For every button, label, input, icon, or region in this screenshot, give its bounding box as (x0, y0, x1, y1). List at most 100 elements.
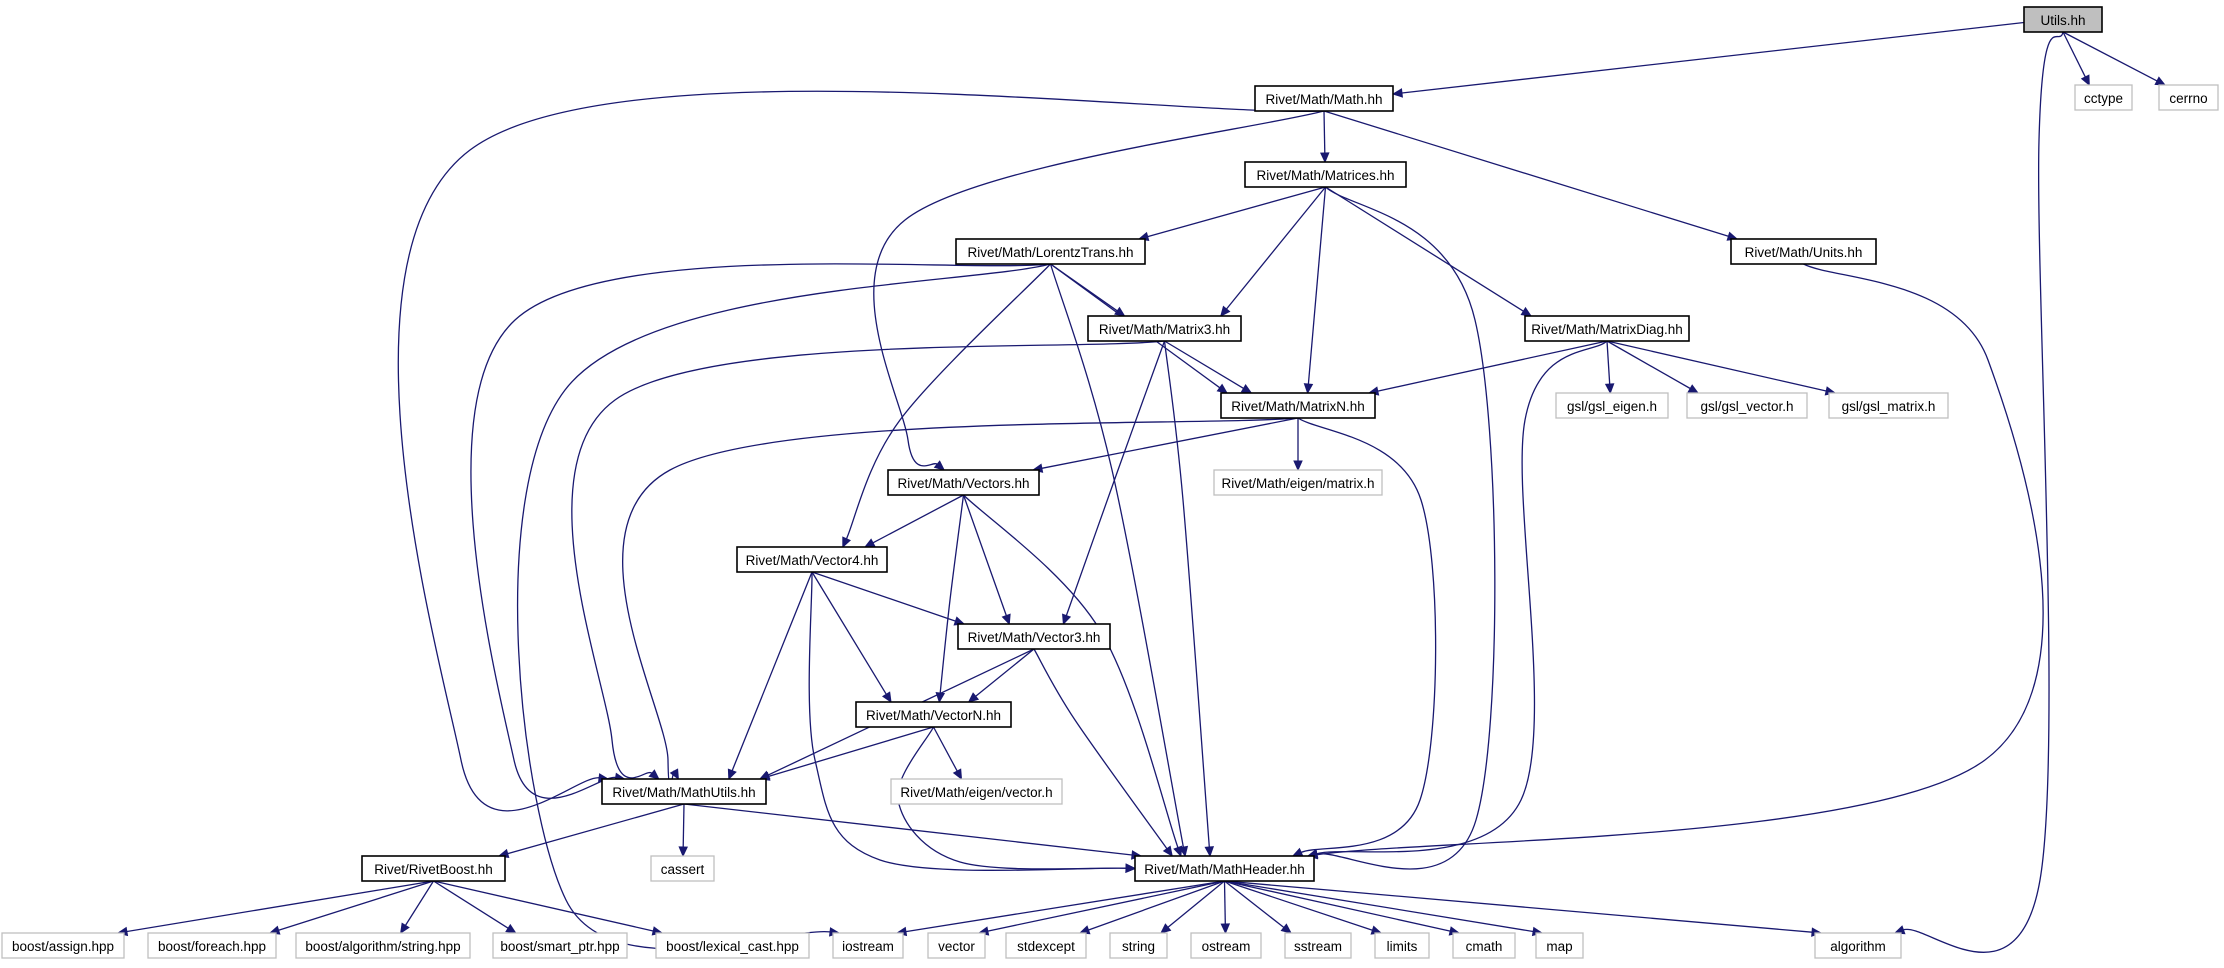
edge-matrices-to-matrixn (1307, 186, 1327, 385)
node-box (887, 469, 1040, 496)
node-box (1087, 315, 1242, 342)
edge-arrowhead (1001, 613, 1011, 626)
node-vector4[interactable]: Rivet/Math/Vector4.hh (736, 546, 888, 573)
node-matrixdiag[interactable]: Rivet/Math/MatrixDiag.hh (1524, 315, 1690, 342)
node-box (736, 546, 888, 573)
node-box (1134, 855, 1315, 882)
edge-mathheader-to-ostream (1223, 880, 1226, 925)
edge-vector4-to-mathheader (808, 571, 1127, 872)
edge-math-to-matrices (1323, 110, 1326, 154)
node-box (147, 932, 277, 959)
node-label: boost/smart_ptr.hpp (500, 939, 619, 954)
node-matrixn[interactable]: Rivet/Math/MatrixN.hh (1220, 392, 1376, 419)
node-vector3[interactable]: Rivet/Math/Vector3.hh (957, 623, 1111, 650)
node-cassert: cassert (650, 855, 715, 882)
node-box (890, 778, 1063, 805)
node-utils[interactable]: Utils.hh (2023, 6, 2103, 33)
edge-lorentz-to-mathutils (470, 263, 1051, 799)
edge-arrowhead (678, 846, 688, 858)
node-cerrno: cerrno (2158, 84, 2219, 111)
node-box (601, 778, 767, 805)
node-label: limits (1387, 939, 1418, 954)
node-lorentz[interactable]: Rivet/Math/LorentzTrans.hh (955, 238, 1146, 265)
edge-mathheader-to-sstream (1224, 880, 1285, 929)
node-stdexcept: stdexcept (1005, 932, 1087, 959)
node-label: cctype (2084, 91, 2123, 106)
node-matrices[interactable]: Rivet/Math/Matrices.hh (1244, 161, 1407, 188)
edge-vectors-to-vectorn (939, 494, 965, 694)
node-vectors[interactable]: Rivet/Math/Vectors.hh (887, 469, 1040, 496)
node-vectorn[interactable]: Rivet/Math/VectorN.hh (855, 701, 1012, 728)
node-box (1555, 392, 1669, 419)
edge-matrixn-to-mathheader (1297, 417, 1437, 853)
edge-matrixdiag-to-gsl_vector (1606, 340, 1691, 390)
node-box (1730, 238, 1877, 265)
edge-arrowhead (1220, 923, 1231, 935)
edge-mathutils-to-rivetboost (507, 803, 685, 855)
node-ostream: ostream (1190, 932, 1262, 959)
edge-arrowhead (1062, 613, 1072, 626)
node-box (2158, 84, 2219, 111)
node-box (655, 932, 810, 959)
node-string: string (1109, 932, 1168, 959)
node-label: Rivet/Math/LorentzTrans.hh (967, 245, 1133, 260)
node-label: cmath (1466, 939, 1503, 954)
edge-lorentz-to-mathheader (1049, 263, 1185, 848)
edge-arrowhead (1520, 306, 1533, 317)
node-label: Rivet/Math/eigen/vector.h (900, 785, 1052, 800)
edge-matrixdiag-to-gsl_matrix (1606, 340, 1827, 392)
node-label: Utils.hh (2040, 13, 2085, 28)
node-label: Rivet/Math/Units.hh (1745, 245, 1863, 260)
node-label: Rivet/Math/Vectors.hh (897, 476, 1029, 491)
edge-vector3-to-mathheader (1033, 648, 1168, 850)
node-boost-string: boost/algorithm/string.hpp (295, 932, 471, 959)
node-mathutils[interactable]: Rivet/Math/MathUtils.hh (601, 778, 767, 805)
edge-vector4-to-mathutils (731, 571, 813, 771)
node-label: Rivet/Math/MathUtils.hh (612, 785, 755, 800)
edge-arrowhead (881, 691, 892, 704)
node-vector: vector (927, 932, 986, 959)
node-box (1244, 161, 1407, 188)
node-label: Rivet/Math/Vector4.hh (746, 553, 879, 568)
edge-matrices-to-matrixdiag (1325, 186, 1524, 312)
edge-arrowhead (842, 536, 852, 549)
node-box (1686, 392, 1808, 419)
edge-arrowhead (2154, 76, 2167, 86)
edge-mathheader-to-cmath (1224, 880, 1451, 932)
node-mathheader[interactable]: Rivet/Math/MathHeader.hh (1134, 855, 1315, 882)
edge-arrowhead (1173, 845, 1183, 858)
node-box (1254, 85, 1394, 112)
node-label: Rivet/Math/Matrix3.hh (1099, 322, 1230, 337)
edge-matrix3-to-matrixn (1164, 340, 1244, 389)
edge-math-to-units (1323, 110, 1729, 237)
node-box (1524, 315, 1690, 342)
edge-matrices-to-lorentz (1147, 186, 1326, 238)
node-box (1109, 932, 1168, 959)
node-rivetboost[interactable]: Rivet/RivetBoost.hh (361, 855, 506, 882)
edge-matrixn-to-mathutils (622, 417, 1299, 786)
edge-rivetboost-to-boost_string (404, 880, 435, 926)
edge-mathheader-to-limits (1224, 880, 1373, 931)
edge-vector4-to-vector3 (811, 571, 956, 622)
node-label: map (1546, 939, 1572, 954)
edge-matrix3-to-mathutils (571, 340, 1165, 779)
edge-rivetboost-to-boost_assign (126, 880, 434, 933)
edge-lorentz-to-vector4 (845, 263, 1051, 540)
node-label: boost/foreach.hpp (158, 939, 266, 954)
edge-arrowhead (1162, 845, 1173, 858)
node-cctype: cctype (2074, 84, 2133, 111)
node-math[interactable]: Rivet/Math/Math.hh (1254, 85, 1394, 112)
node-label: Rivet/Math/Matrices.hh (1256, 168, 1394, 183)
node-gsl-vector: gsl/gsl_vector.h (1686, 392, 1808, 419)
node-matrix3[interactable]: Rivet/Math/Matrix3.hh (1087, 315, 1242, 342)
node-box (2023, 6, 2103, 33)
edge-vectors-to-vector3 (962, 494, 1007, 616)
node-label: Rivet/Math/eigen/matrix.h (1221, 476, 1374, 491)
edge-arrowhead (1240, 383, 1253, 394)
node-label: Rivet/Math/VectorN.hh (866, 708, 1001, 723)
node-box (855, 701, 1012, 728)
node-label: string (1122, 939, 1155, 954)
node-units[interactable]: Rivet/Math/Units.hh (1730, 238, 1877, 265)
